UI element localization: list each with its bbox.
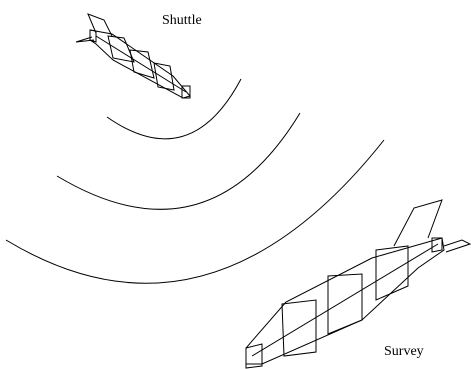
survey-spine [251,243,439,357]
survey-segment-2 [327,273,363,335]
shuttle-tail-box [89,29,97,43]
shuttle-tail-fin-lower [75,36,95,43]
survey-nose-box [245,343,263,369]
signal-arc-3 [5,139,385,284]
survey-ship [245,199,471,369]
signal-arc-1 [106,78,242,140]
signal-arcs [5,78,385,284]
survey-label: Survey [384,344,424,359]
survey-tail-fin-upper [393,199,443,247]
survey-segment-1 [281,299,317,357]
shuttle-hull [89,29,191,99]
shuttle-label: Shuttle [162,13,202,28]
shuttle-spine [95,35,187,93]
survey-tail-fin-lower [443,239,471,253]
signal-arc-2 [56,112,301,210]
shuttle-tail-fin-upper [87,13,113,37]
survey-hull [245,237,445,365]
shuttle-ship [75,13,191,99]
shuttle-segment-3 [153,62,175,91]
survey-segment-3 [375,245,409,301]
shuttle-segment-1 [107,35,135,63]
shuttle-nose-box [181,85,191,99]
shuttle-segment-2 [129,49,155,79]
